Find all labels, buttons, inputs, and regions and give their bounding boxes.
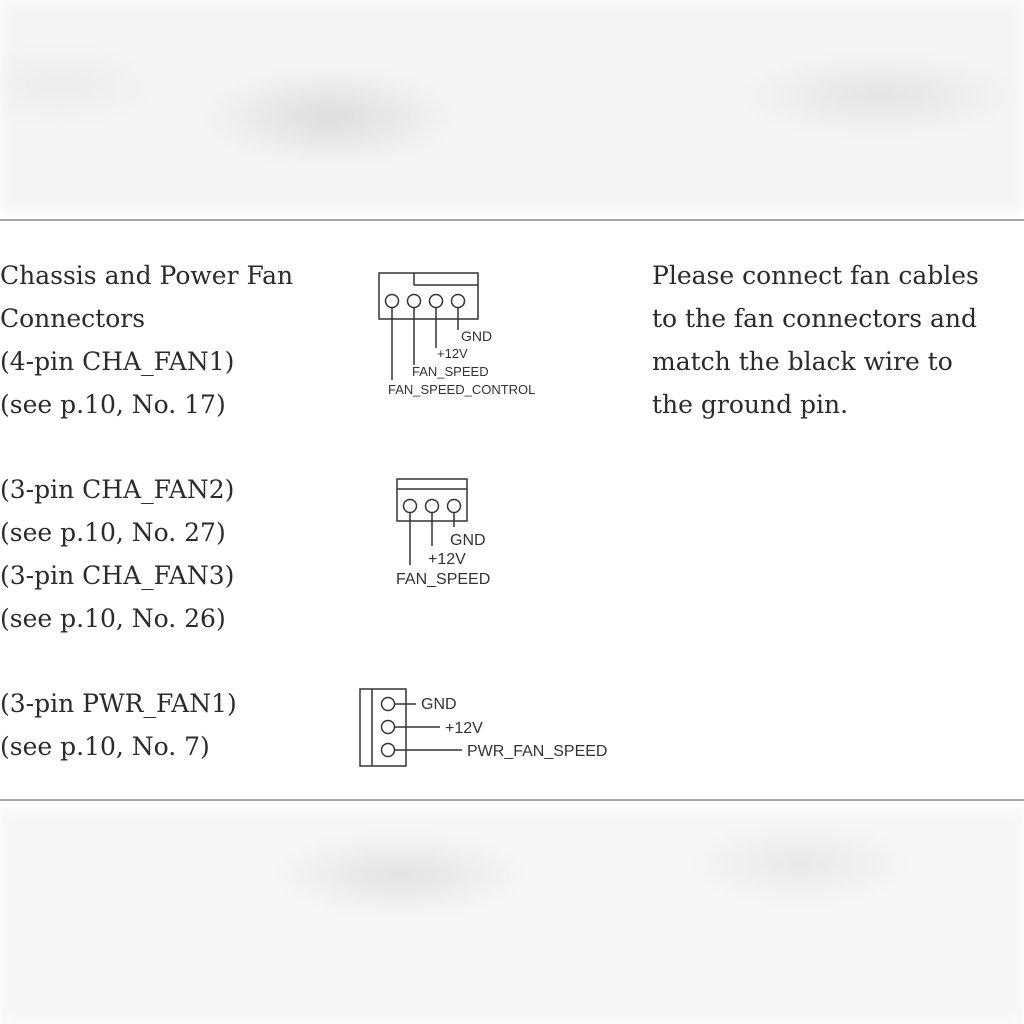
top-divider: [0, 219, 1024, 221]
cha-fan2-connector-name: (3-pin CHA_FAN2): [0, 475, 235, 504]
note-line3: match the black wire to: [652, 347, 953, 376]
note-line2: to the fan connectors and: [652, 304, 978, 333]
cha-fan1-page-reference: (see p.10, No. 17): [0, 390, 226, 419]
cha-fan3-connector-name: (3-pin CHA_FAN3): [0, 561, 235, 590]
cha-fan1-description: Chassis and Power Fan Connectors (4-pin …: [0, 254, 293, 426]
bottom-divider: [0, 799, 1024, 801]
blurred-top-region: [0, 0, 1024, 212]
cha-fan2-fan3-description: (3-pin CHA_FAN2) (see p.10, No. 27) (3-p…: [0, 468, 234, 640]
pwr-fan1-description: (3-pin PWR_FAN1) (see p.10, No. 7): [0, 682, 237, 768]
cha-fan1-pin-diagram: GND +12V FAN_SPEED FAN_SPEED_CONTROL: [378, 272, 535, 397]
pwr-fan1-page-reference: (see p.10, No. 7): [0, 732, 210, 761]
label-gnd: GND: [461, 328, 492, 344]
connector-housing: [378, 272, 479, 320]
label-12v: +12V: [437, 346, 468, 361]
label-12v: +12V: [445, 720, 483, 737]
pin-2: [380, 719, 396, 735]
cha-fan2-fan3-pin-diagram: GND +12V FAN_SPEED: [396, 478, 490, 588]
pin-1: [450, 293, 466, 309]
label-pwr-fan-speed: PWR_FAN_SPEED: [467, 743, 607, 760]
label-gnd: GND: [450, 532, 486, 549]
pin-4: [384, 293, 400, 309]
pin-1: [446, 498, 462, 514]
label-gnd: GND: [421, 696, 457, 713]
note-line4: the ground pin.: [652, 390, 849, 419]
cha-fan3-page-reference: (see p.10, No. 26): [0, 604, 226, 633]
pin-2: [424, 498, 440, 514]
label-fan-speed-control: FAN_SPEED_CONTROL: [388, 382, 535, 397]
pin-3: [380, 742, 396, 758]
pin-3: [406, 293, 422, 309]
blurred-bottom-region: [0, 810, 1024, 1024]
label-fan-speed: FAN_SPEED: [412, 364, 489, 379]
label-12v: +12V: [428, 551, 466, 568]
label-fan-speed: FAN_SPEED: [396, 571, 490, 588]
cha-fan1-connector-name: (4-pin CHA_FAN1): [0, 347, 235, 376]
pin-2: [428, 293, 444, 309]
pwr-fan1-connector-name: (3-pin PWR_FAN1): [0, 689, 237, 718]
pin-1: [380, 696, 396, 712]
wiring-note: Please connect fan cables to the fan con…: [652, 254, 979, 426]
cha-fan2-page-reference: (see p.10, No. 27): [0, 518, 226, 547]
section-title-line1: Chassis and Power Fan: [0, 261, 294, 290]
pin-3: [402, 498, 418, 514]
note-line1: Please connect fan cables: [652, 261, 979, 290]
pwr-fan1-pin-diagram: GND +12V PWR_FAN_SPEED: [359, 688, 607, 767]
section-title-line2: Connectors: [0, 304, 146, 333]
